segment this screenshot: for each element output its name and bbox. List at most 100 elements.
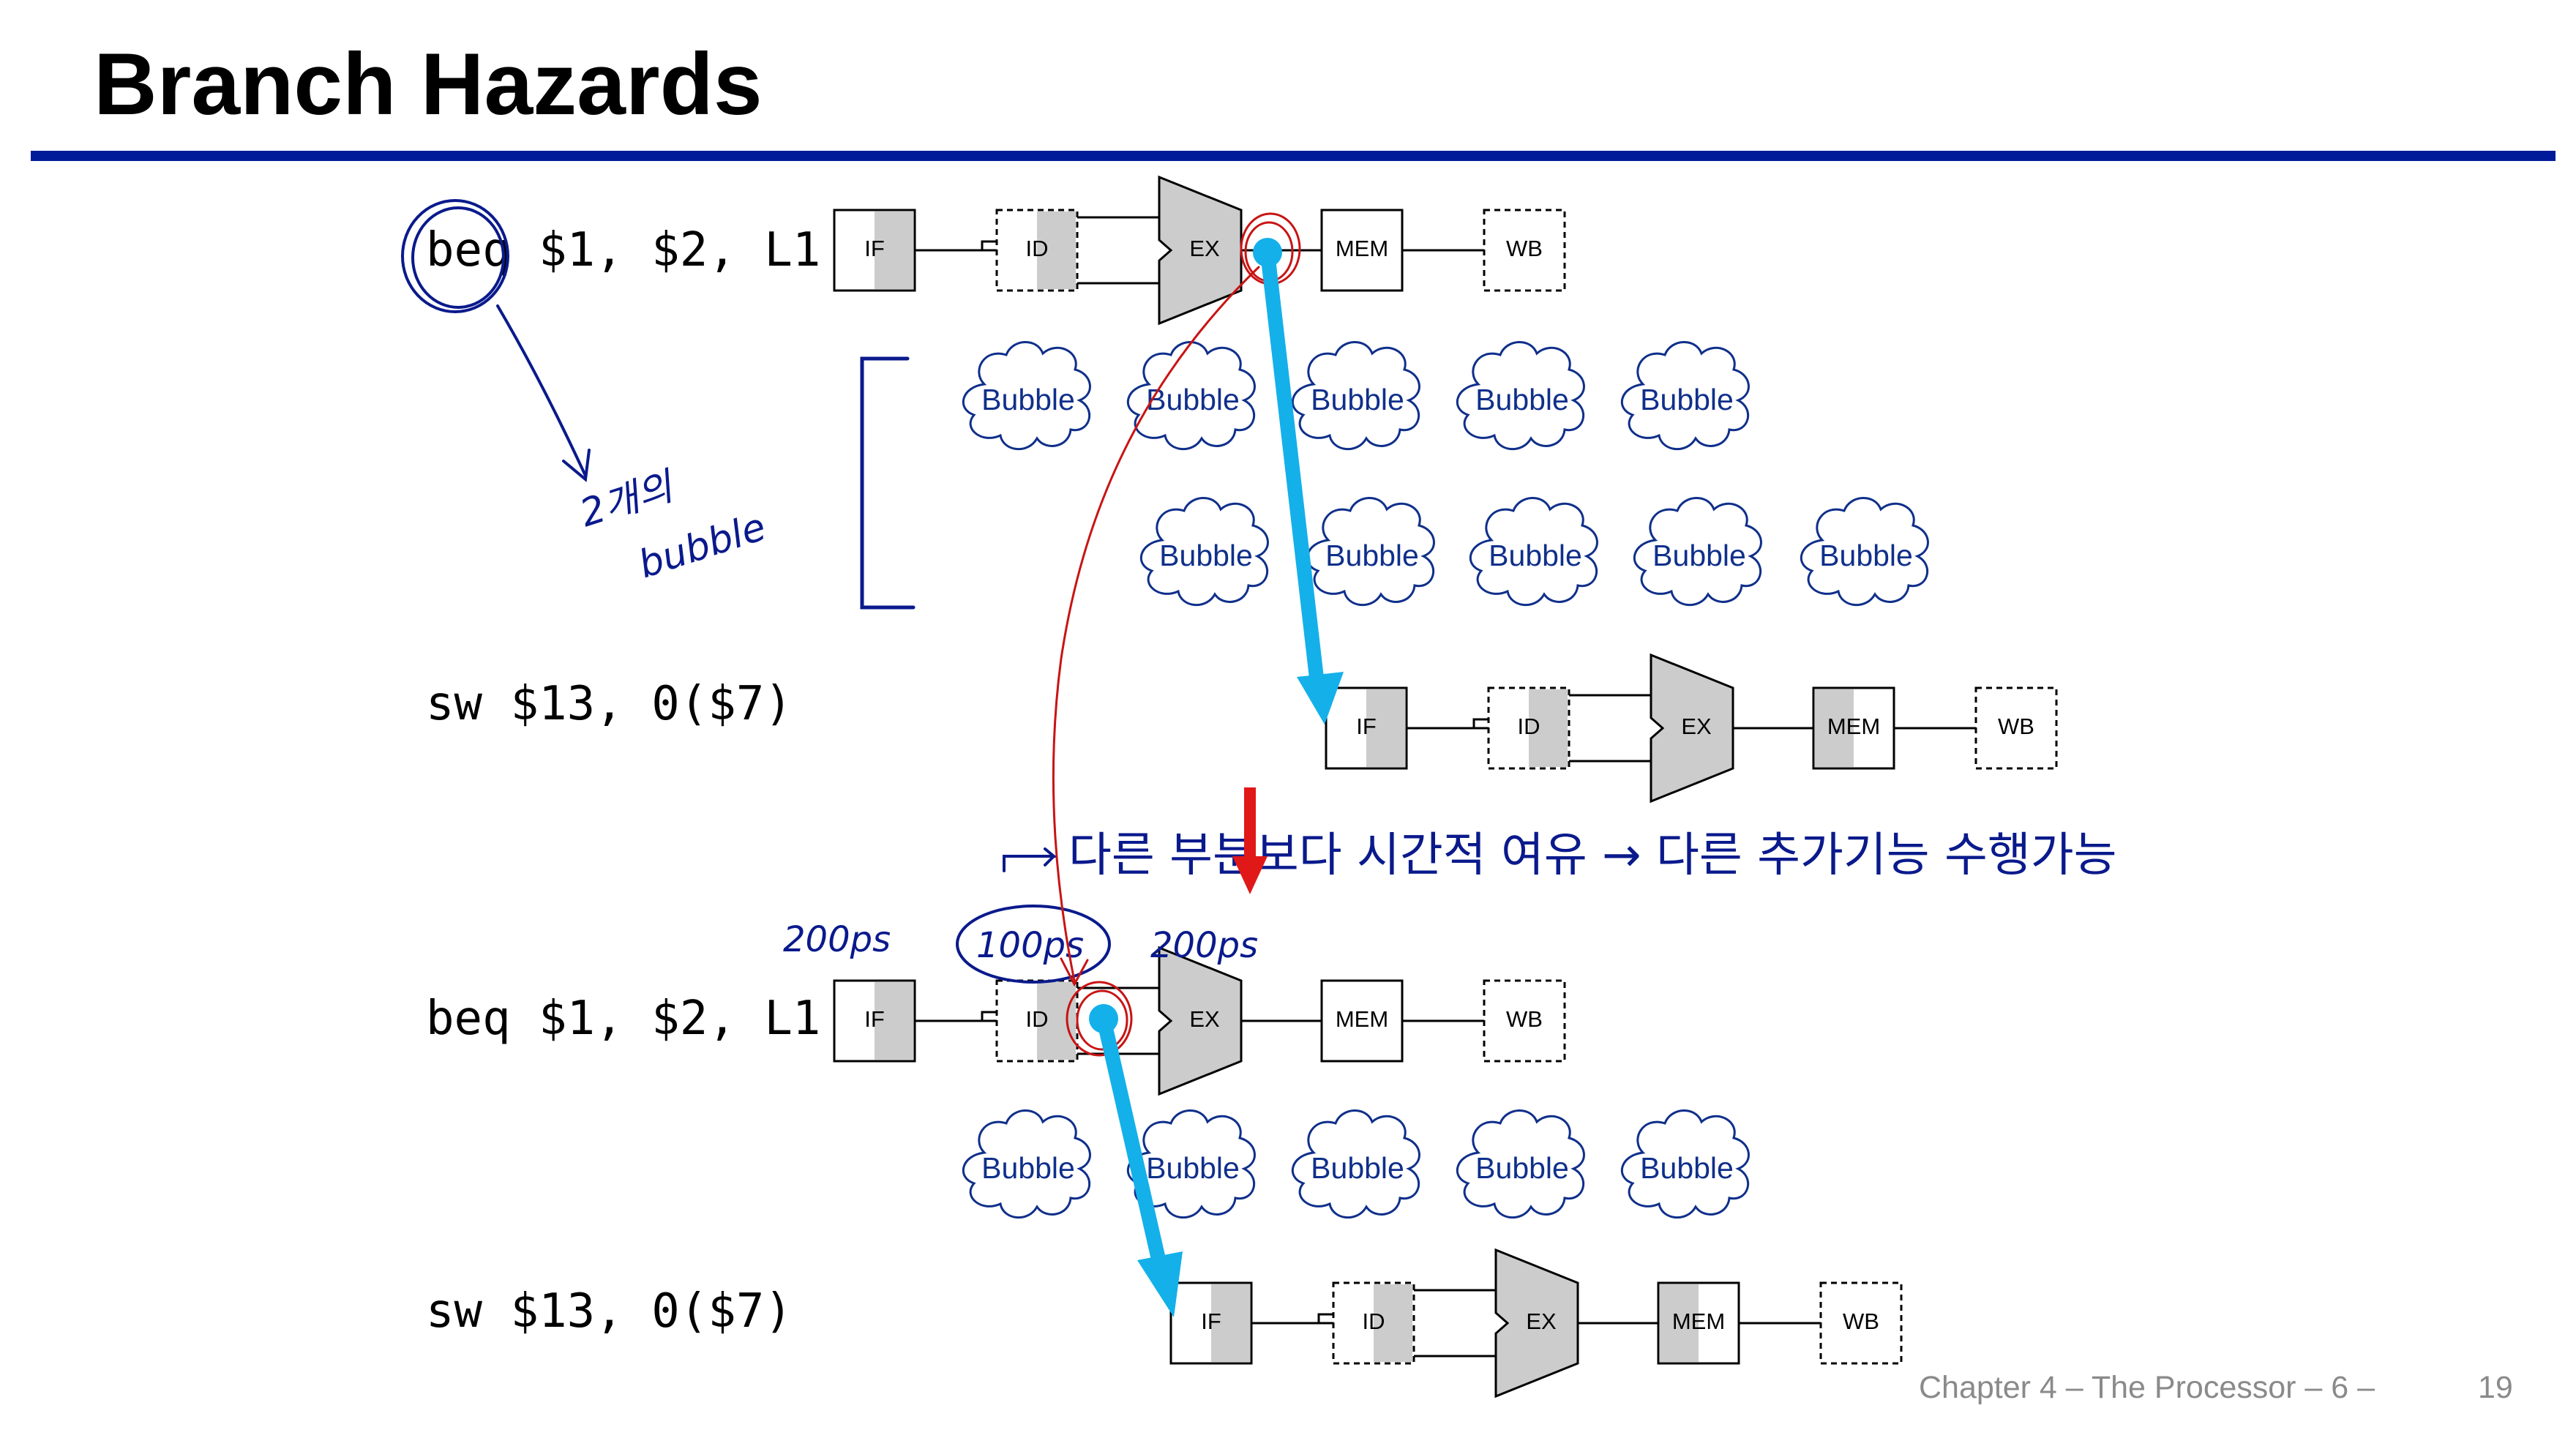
bubble-label: Bubble bbox=[1146, 1151, 1240, 1185]
bubble-pointer-line bbox=[496, 304, 587, 477]
id-forward-circle bbox=[1066, 981, 1133, 1057]
title-rule bbox=[31, 151, 2556, 161]
id-forward-circle-inner bbox=[1076, 989, 1128, 1051]
stage-ex-label: EX bbox=[1526, 1308, 1557, 1334]
stage-id-shade bbox=[1374, 1284, 1412, 1362]
stage-wb-label: WB bbox=[1843, 1308, 1879, 1334]
stage-ex-label: EX bbox=[1189, 236, 1220, 261]
id-write-tick bbox=[981, 240, 997, 250]
stage-mem-box bbox=[1320, 209, 1404, 292]
bubble: Bubble bbox=[1126, 340, 1256, 451]
stage-id-shade bbox=[1529, 689, 1568, 767]
stage-ex-label: EX bbox=[1681, 714, 1712, 739]
bubble: Bubble bbox=[962, 1109, 1091, 1219]
bubble-label: Bubble bbox=[1640, 1151, 1734, 1185]
bubble-label: Bubble bbox=[1475, 383, 1569, 416]
id-write-tick bbox=[981, 1011, 997, 1021]
forwarding-arrows bbox=[1089, 238, 1344, 1317]
bubble-label: Bubble bbox=[981, 383, 1075, 416]
time-if-label: 200ps bbox=[783, 919, 891, 960]
stage-ex-alu bbox=[1158, 175, 1243, 326]
footer-chapter: Chapter 4 – The Processor – 6 – bbox=[1919, 1370, 2375, 1405]
bubble-pointer-arrowhead bbox=[562, 449, 591, 482]
bubble-label: Bubble bbox=[1311, 1151, 1404, 1185]
forward-arrow-top-origin bbox=[1253, 238, 1282, 267]
red-curve-arrow bbox=[1052, 266, 1260, 982]
stage-wb-box bbox=[1974, 686, 2058, 770]
stage-id-shade bbox=[1037, 982, 1076, 1060]
slide-title: Branch Hazards bbox=[94, 35, 763, 133]
stage-if-label: IF bbox=[1356, 714, 1377, 739]
red-down-arrow-head bbox=[1232, 856, 1268, 894]
bubble: Bubble bbox=[1456, 340, 1585, 451]
forward-arrow-top-head bbox=[1297, 672, 1344, 724]
stage-mem-label: MEM bbox=[1336, 236, 1388, 261]
bubble-label: Bubble bbox=[1311, 383, 1404, 416]
stage-id-shade bbox=[1037, 211, 1076, 289]
handwritten-red-annotations bbox=[1052, 212, 1301, 1057]
stage-wb-label: WB bbox=[1506, 1006, 1543, 1032]
bubble: Bubble bbox=[1620, 340, 1750, 451]
handwritten-note: 다른 부분보다 시간적 여유 → 다른 추가기능 수행가능 bbox=[1068, 828, 2117, 883]
stage-ex-label: EX bbox=[1189, 1006, 1220, 1032]
stage-wb-box bbox=[1483, 979, 1566, 1063]
stage-wb-label: WB bbox=[1998, 714, 2034, 739]
stage-wb-box bbox=[1819, 1281, 1903, 1365]
instruction-beq-bottom: beq $1, $2, L1 bbox=[426, 992, 821, 1046]
stage-id-label: ID bbox=[1026, 1006, 1049, 1032]
bubble: Bubble bbox=[1291, 1109, 1420, 1219]
stage-wb-box bbox=[1483, 209, 1566, 292]
stage-mem-label: MEM bbox=[1672, 1308, 1725, 1334]
bubble-label: Bubble bbox=[1489, 539, 1582, 572]
beq-circle-mark-inner bbox=[411, 206, 505, 309]
forward-arrow-bottom-shaft bbox=[1096, 1011, 1167, 1270]
bubble-count-line1: 2개의 bbox=[574, 464, 681, 536]
time-ex-label: 200ps bbox=[1150, 925, 1258, 966]
bubble: Bubble bbox=[1291, 340, 1420, 451]
id-write-tick bbox=[1317, 1313, 1333, 1323]
beq-circle-mark bbox=[401, 199, 509, 313]
bubble: Bubble bbox=[1469, 496, 1598, 607]
forward-arrow-bottom-origin bbox=[1089, 1004, 1118, 1033]
bubble-bracket bbox=[860, 356, 916, 610]
stage-id-label: ID bbox=[1518, 714, 1540, 739]
note-arrow bbox=[1003, 847, 1058, 872]
stage-if-label: IF bbox=[864, 236, 885, 261]
stage-wb-label: WB bbox=[1506, 236, 1543, 261]
bubble: Bubble bbox=[1126, 1109, 1256, 1219]
stage-if-label: IF bbox=[864, 1006, 885, 1032]
stage-mem-shade bbox=[1815, 689, 1854, 767]
id-write-tick bbox=[1472, 718, 1489, 728]
red-down-arrow bbox=[1232, 787, 1268, 894]
stage-if-label: IF bbox=[1201, 1308, 1221, 1334]
stage-ex-alu bbox=[1494, 1248, 1579, 1399]
stage-if-shade bbox=[875, 982, 913, 1060]
page-number: 19 bbox=[2478, 1370, 2513, 1405]
bubble-label: Bubble bbox=[1159, 539, 1253, 572]
stage-mem-shade bbox=[1660, 1284, 1699, 1362]
bubble-label: Bubble bbox=[1640, 383, 1734, 416]
bubble: Bubble bbox=[1633, 496, 1762, 607]
bubble-label: Bubble bbox=[981, 1151, 1075, 1185]
stage-mem-label: MEM bbox=[1827, 714, 1880, 739]
bubble: Bubble bbox=[1456, 1109, 1585, 1219]
handwritten-blue-annotations bbox=[401, 199, 1111, 984]
pipeline-row-sw-bottom: IF ID EX MEM WB bbox=[1169, 1248, 1903, 1399]
forward-arrow-bottom-head bbox=[1137, 1251, 1183, 1317]
red-down-arrow-shaft bbox=[1244, 787, 1256, 868]
stage-ex-alu bbox=[1650, 653, 1734, 804]
stage-if-shade bbox=[1211, 1284, 1250, 1362]
bubble-label: Bubble bbox=[1325, 539, 1419, 572]
instruction-sw-top: sw $13, 0($7) bbox=[426, 677, 793, 731]
id-time-circle bbox=[956, 905, 1111, 984]
red-curve-arrowhead bbox=[1060, 957, 1089, 987]
bubble-label: Bubble bbox=[1819, 539, 1913, 572]
pipeline-row-sw-top: IF ID EX MEM WB bbox=[1325, 653, 2058, 804]
bubble-count-line2: bubble bbox=[633, 505, 771, 587]
instruction-beq-top: beq $1, $2, L1 bbox=[426, 223, 821, 277]
stage-id-label: ID bbox=[1363, 1308, 1385, 1334]
